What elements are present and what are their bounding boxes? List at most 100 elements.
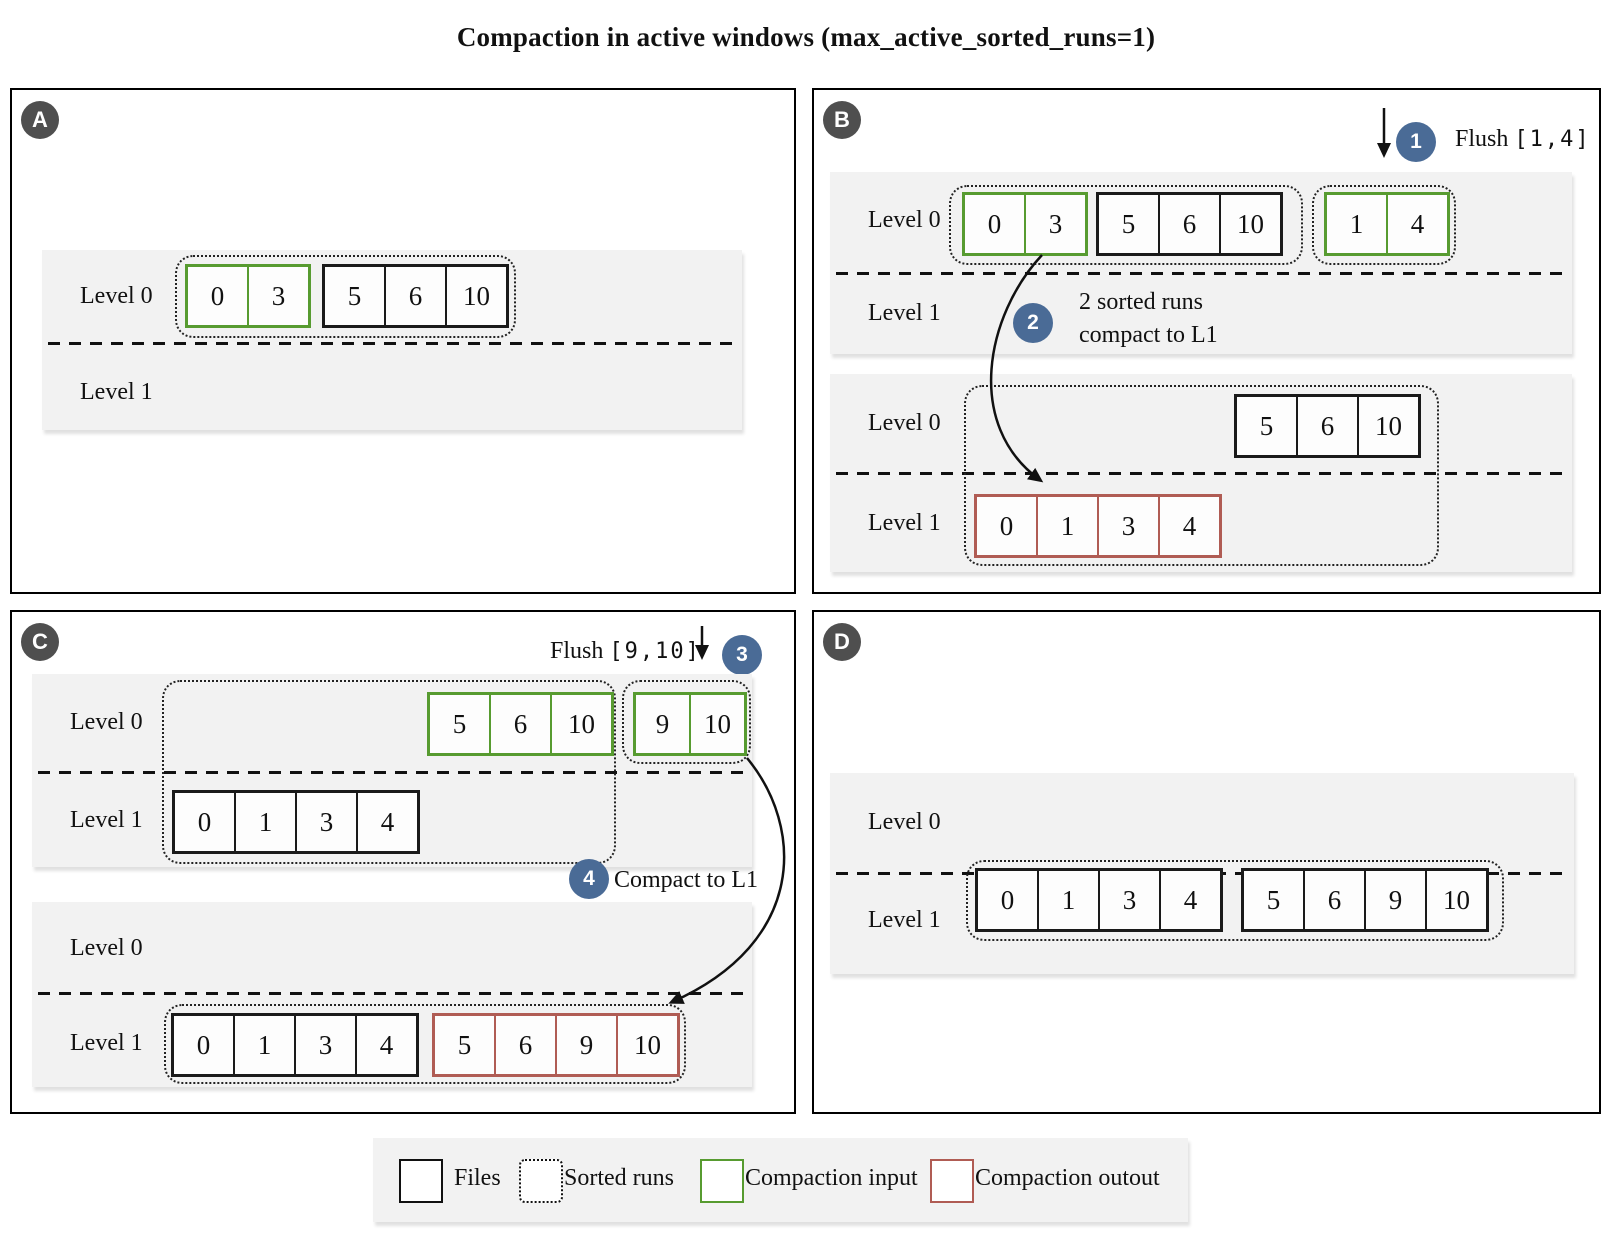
level1-label: Level 1 bbox=[70, 807, 143, 833]
compaction-output-label: Compaction outout bbox=[975, 1165, 1160, 1191]
panel-b-badge: B bbox=[823, 101, 861, 139]
step-4-badge: 4 bbox=[569, 859, 609, 899]
file-cell: 3 bbox=[1024, 195, 1085, 253]
sorted-run bbox=[175, 255, 516, 338]
flush-1-label: Flush [1,4] bbox=[1455, 126, 1591, 152]
file-cell: 9 bbox=[1364, 871, 1425, 929]
sorted-run-result bbox=[164, 1004, 686, 1084]
compaction-input-files: 9 10 bbox=[633, 692, 747, 756]
level-divider bbox=[48, 342, 736, 345]
compaction-input-swatch bbox=[700, 1159, 744, 1203]
compaction-output-swatch bbox=[930, 1159, 974, 1203]
level-divider bbox=[38, 992, 746, 995]
file-cell: 6 bbox=[489, 695, 550, 753]
file-cell: 0 bbox=[210, 280, 225, 311]
panel-c-badge: C bbox=[21, 623, 59, 661]
file-cell: 3 bbox=[295, 793, 356, 851]
level1-label: Level 1 bbox=[70, 1030, 143, 1056]
level0-label: Level 0 bbox=[70, 935, 143, 961]
legend: Files Sorted runs Compaction input Compa… bbox=[373, 1138, 1188, 1222]
level1-label: Level 1 bbox=[80, 379, 153, 405]
step-1-badge: 1 bbox=[1396, 122, 1436, 162]
files-swatch bbox=[399, 1159, 443, 1203]
sorted-run bbox=[966, 860, 1504, 941]
file-cell: 9 bbox=[555, 1016, 616, 1074]
file-cell: 5 bbox=[457, 1029, 472, 1060]
sorted-run-result bbox=[964, 385, 1439, 566]
step-4-note: Compact to L1 bbox=[614, 867, 758, 893]
file-cell: 10 bbox=[1219, 195, 1280, 253]
file-cell: 0 bbox=[196, 1029, 211, 1060]
file-cell: 6 bbox=[1303, 871, 1364, 929]
file-cell: 4 bbox=[1386, 195, 1447, 253]
level-divider bbox=[836, 472, 1566, 475]
sorted-runs-label: Sorted runs bbox=[564, 1165, 674, 1191]
file-cell: 1 bbox=[1037, 871, 1098, 929]
panel-a-badge: A bbox=[21, 101, 59, 139]
file-cell: 0 bbox=[197, 806, 212, 837]
level0-label: Level 0 bbox=[868, 410, 941, 436]
file-cell: 4 bbox=[1159, 871, 1220, 929]
file-cell: 10 bbox=[1357, 397, 1418, 455]
file-cell: 3 bbox=[294, 1016, 355, 1074]
level0-label: Level 0 bbox=[868, 809, 941, 835]
step-2-note: 2 sorted runs compact to L1 bbox=[1079, 289, 1218, 348]
file-cell: 1 bbox=[234, 793, 295, 851]
level0-label: Level 0 bbox=[70, 709, 143, 735]
panel-d-badge: D bbox=[823, 623, 861, 661]
file-cell: 5 bbox=[1259, 410, 1274, 441]
file-cell: 4 bbox=[355, 1016, 416, 1074]
file-cell: 10 bbox=[1425, 871, 1486, 929]
compaction-input-label: Compaction input bbox=[745, 1165, 918, 1191]
file-cell: 3 bbox=[1097, 497, 1158, 555]
file-cell: 5 bbox=[347, 280, 362, 311]
level1-label: Level 1 bbox=[868, 510, 941, 536]
file-cell: 0 bbox=[987, 208, 1002, 239]
file-cell: 4 bbox=[1158, 497, 1219, 555]
level-divider bbox=[836, 272, 1566, 275]
step-3-badge: 3 bbox=[722, 635, 762, 675]
file-cell: 10 bbox=[689, 695, 744, 753]
level0-label: Level 0 bbox=[868, 207, 941, 233]
level1-label: Level 1 bbox=[868, 300, 941, 326]
step-2-badge: 2 bbox=[1013, 303, 1053, 343]
file-cell: 5 bbox=[1266, 884, 1281, 915]
sorted-run-2 bbox=[1312, 185, 1456, 265]
file-cell: 4 bbox=[356, 793, 417, 851]
sorted-run-1 bbox=[949, 185, 1303, 265]
file-cell: 1 bbox=[1349, 208, 1364, 239]
file-cell: 10 bbox=[550, 695, 611, 753]
file-cell: 1 bbox=[1036, 497, 1097, 555]
level1-label: Level 1 bbox=[868, 907, 941, 933]
file-cell: 5 bbox=[452, 708, 467, 739]
flush-1-range: [1,4] bbox=[1514, 127, 1591, 152]
file-cell: 10 bbox=[616, 1016, 677, 1074]
diagram-title: Compaction in active windows (max_active… bbox=[456, 22, 1156, 52]
file-cell: 6 bbox=[1296, 397, 1357, 455]
file-cell: 9 bbox=[655, 708, 670, 739]
file-cell: 6 bbox=[494, 1016, 555, 1074]
sorted-runs-swatch bbox=[519, 1159, 563, 1203]
file-cell: 10 bbox=[445, 267, 506, 325]
file-cell: 3 bbox=[1098, 871, 1159, 929]
file-cell: 0 bbox=[1000, 884, 1015, 915]
flush-3-label: Flush [9,10] bbox=[550, 638, 701, 664]
file-cell: 5 bbox=[1121, 208, 1136, 239]
